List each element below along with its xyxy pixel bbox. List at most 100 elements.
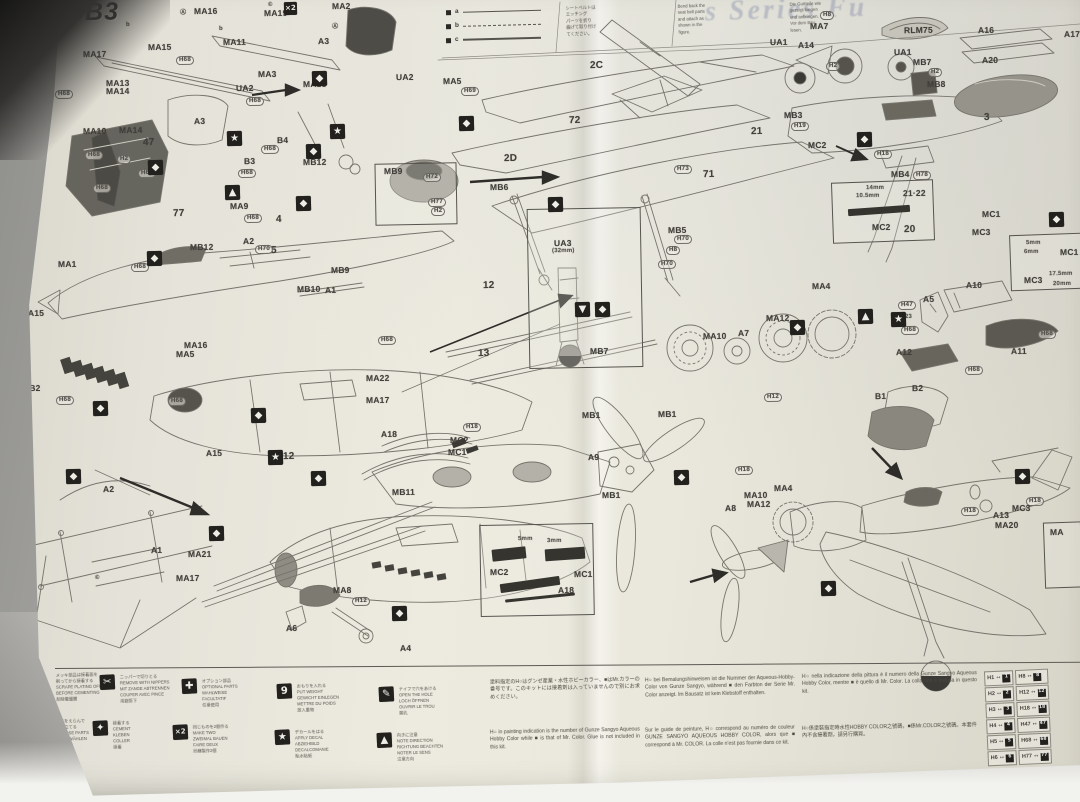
color-table-row: H1↔1 (983, 670, 1014, 687)
part-label: MB9 (330, 264, 350, 276)
part-label: 21·22 (902, 187, 926, 199)
color-table-row: H47↔47 (1017, 716, 1051, 734)
part-label: MA11 (222, 36, 247, 48)
part-label: 17.5mm (1048, 270, 1073, 278)
part-label: MA12 (746, 498, 771, 510)
part-label: MC3 (1023, 274, 1043, 286)
part-label: MB4 (890, 168, 910, 180)
part-label: MA3 (257, 68, 277, 80)
part-label: MA21 (187, 548, 212, 560)
part-label: B1 (874, 390, 887, 402)
part-label: MB12 (189, 241, 214, 253)
part-label: 47 (142, 136, 155, 149)
tri-icon: ▲ (224, 184, 241, 201)
kit-code-logo: CB3 (65, 0, 120, 27)
part-label: A11 (1010, 345, 1027, 357)
part-label: 21 (750, 125, 763, 138)
part-label: A14 (797, 39, 815, 51)
part-label: H68 (243, 213, 263, 223)
part-label: H68 (260, 144, 280, 154)
part-label: B4 (276, 134, 289, 146)
part-label: 2C (589, 59, 604, 72)
part-label: H47 (897, 300, 917, 310)
part-label: A2 (102, 483, 115, 495)
part-label: MB1 (581, 409, 601, 421)
part-label: H8 (665, 245, 681, 255)
part-label: b (125, 21, 130, 29)
color-table-row: H6↔6 (987, 750, 1018, 767)
part-label: H18 (734, 465, 754, 475)
diamond-icon: ◆ (1048, 211, 1065, 228)
detail-callout-box (526, 207, 644, 369)
paint-note-german: H○ bei Bemalungshinweisen ist die Nummer… (644, 674, 796, 699)
part-label: MB10 (296, 283, 321, 295)
part-label: UA3 (553, 237, 572, 249)
part-label: A20 (981, 54, 999, 66)
part-label: MA (1049, 526, 1064, 538)
part-label: MC2 (871, 221, 891, 233)
diamond-icon: ◆ (594, 301, 611, 318)
diamond-icon: ◆ (208, 525, 225, 542)
color-table-row: H4↔4 (986, 718, 1016, 735)
paint-note-italian: H○ nella indicazione della pittura è il … (801, 670, 978, 695)
part-label: A4 (399, 642, 412, 654)
part-label: © (94, 574, 100, 582)
part-label: H2 (927, 67, 943, 77)
part-label: A15 (27, 307, 45, 319)
part-label: A6 (285, 622, 298, 634)
part-label: UA2 (395, 71, 414, 83)
part-label: (32mm) (551, 247, 575, 255)
part-label: H70 (673, 234, 693, 244)
part-label: B3 (243, 155, 256, 167)
part-label: MA22 (365, 372, 390, 384)
part-label: H18 (960, 506, 980, 516)
part-label: H12 (763, 392, 783, 402)
part-label: 2D (503, 152, 518, 165)
star-icon: ★ (226, 130, 243, 147)
part-label: 12 (282, 450, 295, 463)
part-label: A1 (324, 284, 337, 296)
part-label: H70 (254, 244, 274, 254)
part-label: H68 (55, 395, 75, 405)
part-label: MC1 (573, 568, 593, 580)
part-label: MA9 (229, 200, 249, 212)
part-label: MA5 (442, 75, 462, 87)
part-label: MB9 (383, 165, 403, 177)
part-label: 4 (275, 213, 282, 226)
part-label: H70 (657, 259, 677, 269)
part-label: A8 (724, 502, 737, 514)
part-label: 5mm (1025, 239, 1041, 247)
part-label: MB11 (391, 486, 416, 498)
diamond-icon: ◆ (820, 580, 837, 597)
part-label: H68 (377, 335, 397, 345)
part-label: A1 (150, 544, 163, 556)
part-label: H68 (1037, 329, 1057, 339)
diamond-icon: ◆ (250, 407, 267, 424)
part-label: MB1 (601, 489, 621, 501)
color-table-row: H18↔18 (1016, 700, 1050, 718)
part-label: H12 (351, 596, 371, 606)
part-label: H68 (175, 55, 195, 65)
part-label: MC1 (981, 208, 1001, 220)
nipper-icon: ✂ (99, 674, 116, 691)
part-label: 20 (903, 223, 916, 236)
x2-icon: ×2 (172, 724, 189, 741)
part-label: 10.5mm (855, 192, 880, 200)
diamond-icon: ◆ (92, 400, 109, 417)
part-label: MB12 (302, 156, 327, 168)
diamond-icon: ◆ (305, 143, 322, 160)
part-label: 14mm (865, 184, 885, 192)
paint-note-english: H○ in painting indication is the number … (489, 726, 641, 751)
